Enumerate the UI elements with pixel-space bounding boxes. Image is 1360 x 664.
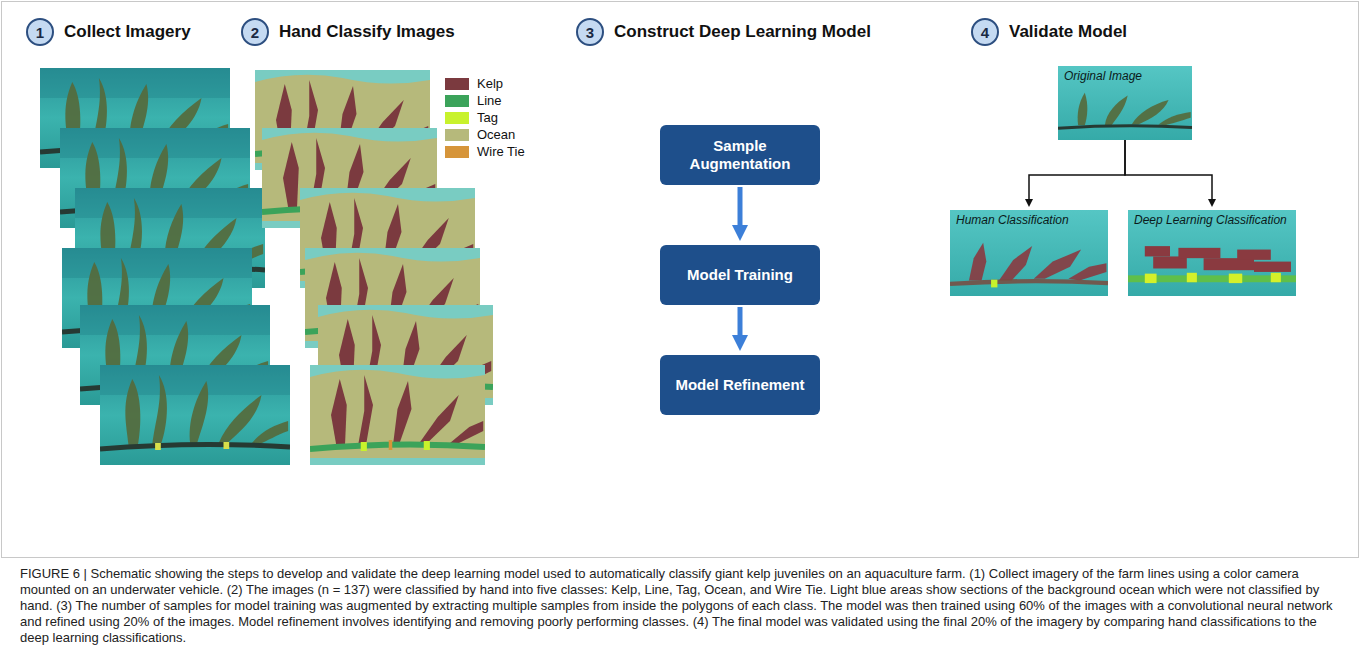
raw-image bbox=[100, 365, 290, 465]
classified-image bbox=[310, 365, 485, 465]
legend-swatch bbox=[445, 129, 469, 141]
step-header: 2 Hand Classify Images bbox=[241, 18, 463, 46]
step-title: Hand Classify Images bbox=[279, 22, 455, 42]
flow-arrow bbox=[1125, 140, 1212, 199]
legend: KelpLineTagOceanWire Tie bbox=[445, 76, 525, 161]
classified-image-stack bbox=[255, 70, 493, 465]
legend-row: Ocean bbox=[445, 127, 525, 142]
image-content bbox=[950, 210, 1108, 296]
box-label: Sample Augmentation bbox=[670, 137, 810, 173]
step-header: 1 Collect Imagery bbox=[26, 18, 199, 46]
legend-swatch bbox=[445, 146, 469, 158]
step-number: 4 bbox=[971, 18, 999, 46]
legend-label: Kelp bbox=[477, 76, 503, 91]
figure-caption: FIGURE 6 | Schematic showing the steps t… bbox=[20, 566, 1340, 646]
image-panel: Original Image bbox=[1058, 66, 1192, 140]
box-label: Model Refinement bbox=[675, 376, 804, 394]
legend-row: Wire Tie bbox=[445, 144, 525, 159]
flow-arrow bbox=[738, 187, 743, 225]
step-number: 2 bbox=[241, 18, 269, 46]
legend-label: Ocean bbox=[477, 127, 515, 142]
step-number: 1 bbox=[26, 18, 54, 46]
image-label: Original Image bbox=[1064, 69, 1142, 83]
flow-arrow bbox=[738, 307, 743, 335]
step-title: Construct Deep Learning Model bbox=[614, 22, 871, 42]
legend-swatch bbox=[445, 112, 469, 124]
process-box: Model Refinement bbox=[660, 355, 820, 415]
image-label: Human Classification bbox=[956, 213, 1069, 227]
legend-label: Line bbox=[477, 93, 502, 108]
legend-label: Wire Tie bbox=[477, 144, 525, 159]
process-box: Model Training bbox=[660, 245, 820, 305]
legend-row: Kelp bbox=[445, 76, 525, 91]
step-title: Validate Model bbox=[1009, 22, 1127, 42]
figure-frame bbox=[2, 2, 1359, 558]
legend-swatch bbox=[445, 95, 469, 107]
step-header: 4 Validate Model bbox=[971, 18, 1135, 46]
image-content bbox=[1058, 66, 1192, 140]
image-panel: Human Classification bbox=[950, 210, 1108, 296]
step-number: 3 bbox=[576, 18, 604, 46]
process-box: Sample Augmentation bbox=[660, 125, 820, 185]
image-content bbox=[1128, 210, 1296, 296]
box-label: Model Training bbox=[687, 266, 793, 284]
flow-arrow bbox=[1029, 140, 1125, 199]
step-header: 3 Construct Deep Learning Model bbox=[576, 18, 879, 46]
image-label: Deep Learning Classification bbox=[1134, 213, 1287, 227]
step-title: Collect Imagery bbox=[64, 22, 191, 42]
legend-label: Tag bbox=[477, 110, 498, 125]
raw-image-stack bbox=[40, 68, 290, 465]
legend-row: Line bbox=[445, 93, 525, 108]
legend-row: Tag bbox=[445, 110, 525, 125]
legend-swatch bbox=[445, 78, 469, 90]
image-panel: Deep Learning Classification bbox=[1128, 210, 1296, 296]
